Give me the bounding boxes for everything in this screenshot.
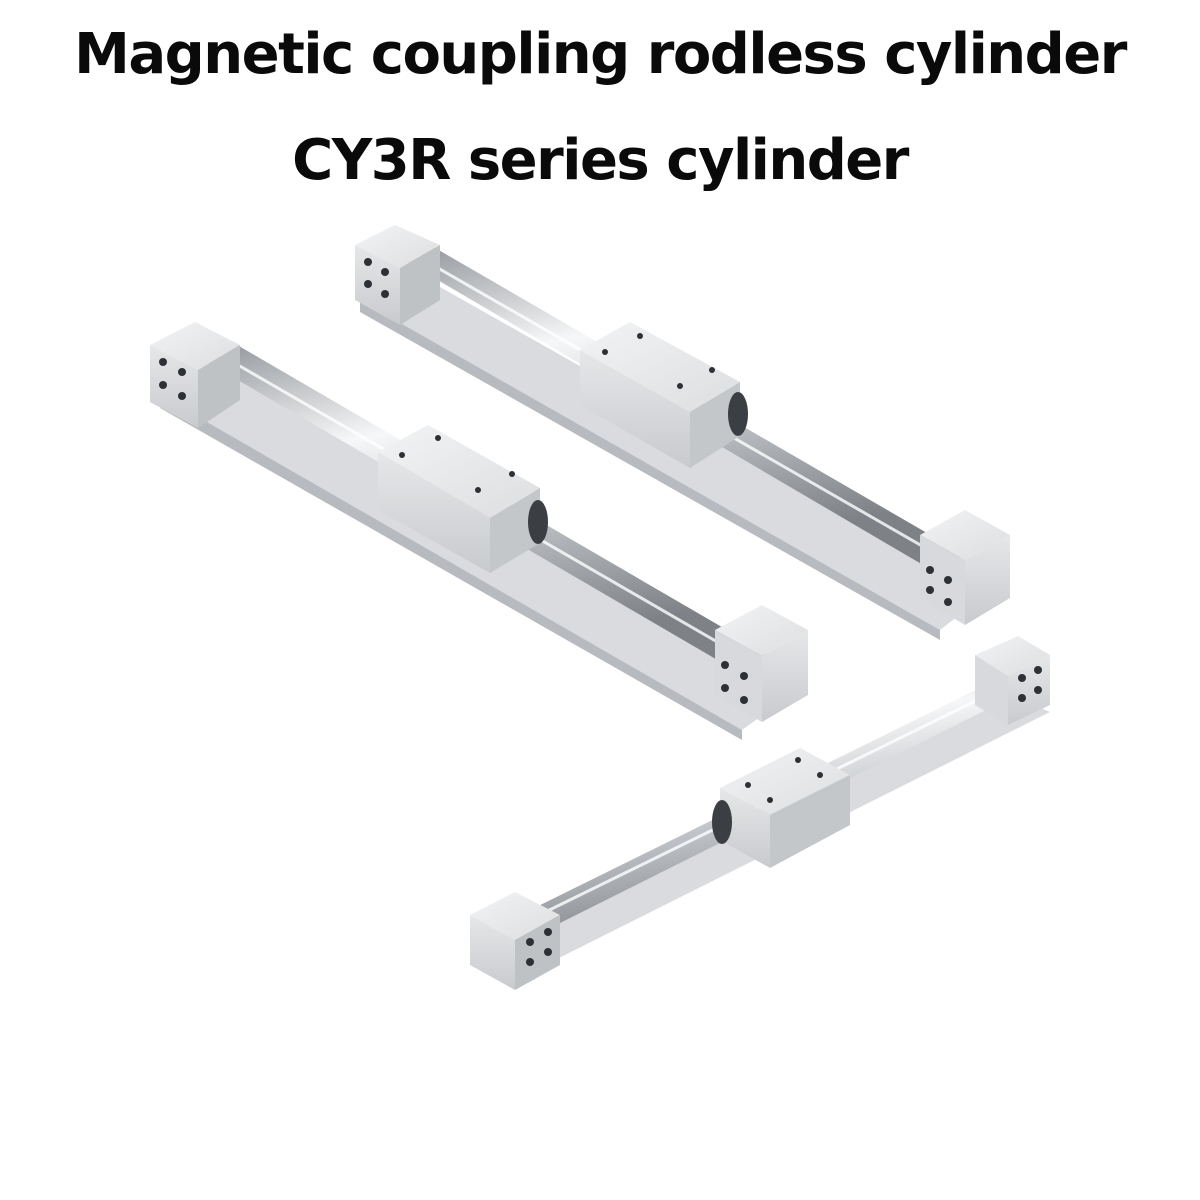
end-cap-left [150,322,240,428]
title-line-2: CY3R series cylinder [292,128,909,193]
end-cap-right [715,605,808,722]
carriage [378,425,548,573]
cylinder-b [150,322,808,740]
carriage [712,748,850,868]
carriage [580,322,748,468]
product-photo [150,225,1050,990]
end-cap-left [470,892,560,990]
end-cap-right [975,636,1050,725]
end-cap-left [355,225,440,325]
end-cap-right [920,510,1010,625]
cylinder-c [470,636,1050,990]
cylinder-a [355,225,1010,640]
title-line-1: Magnetic coupling rodless cylinder [74,22,1127,87]
